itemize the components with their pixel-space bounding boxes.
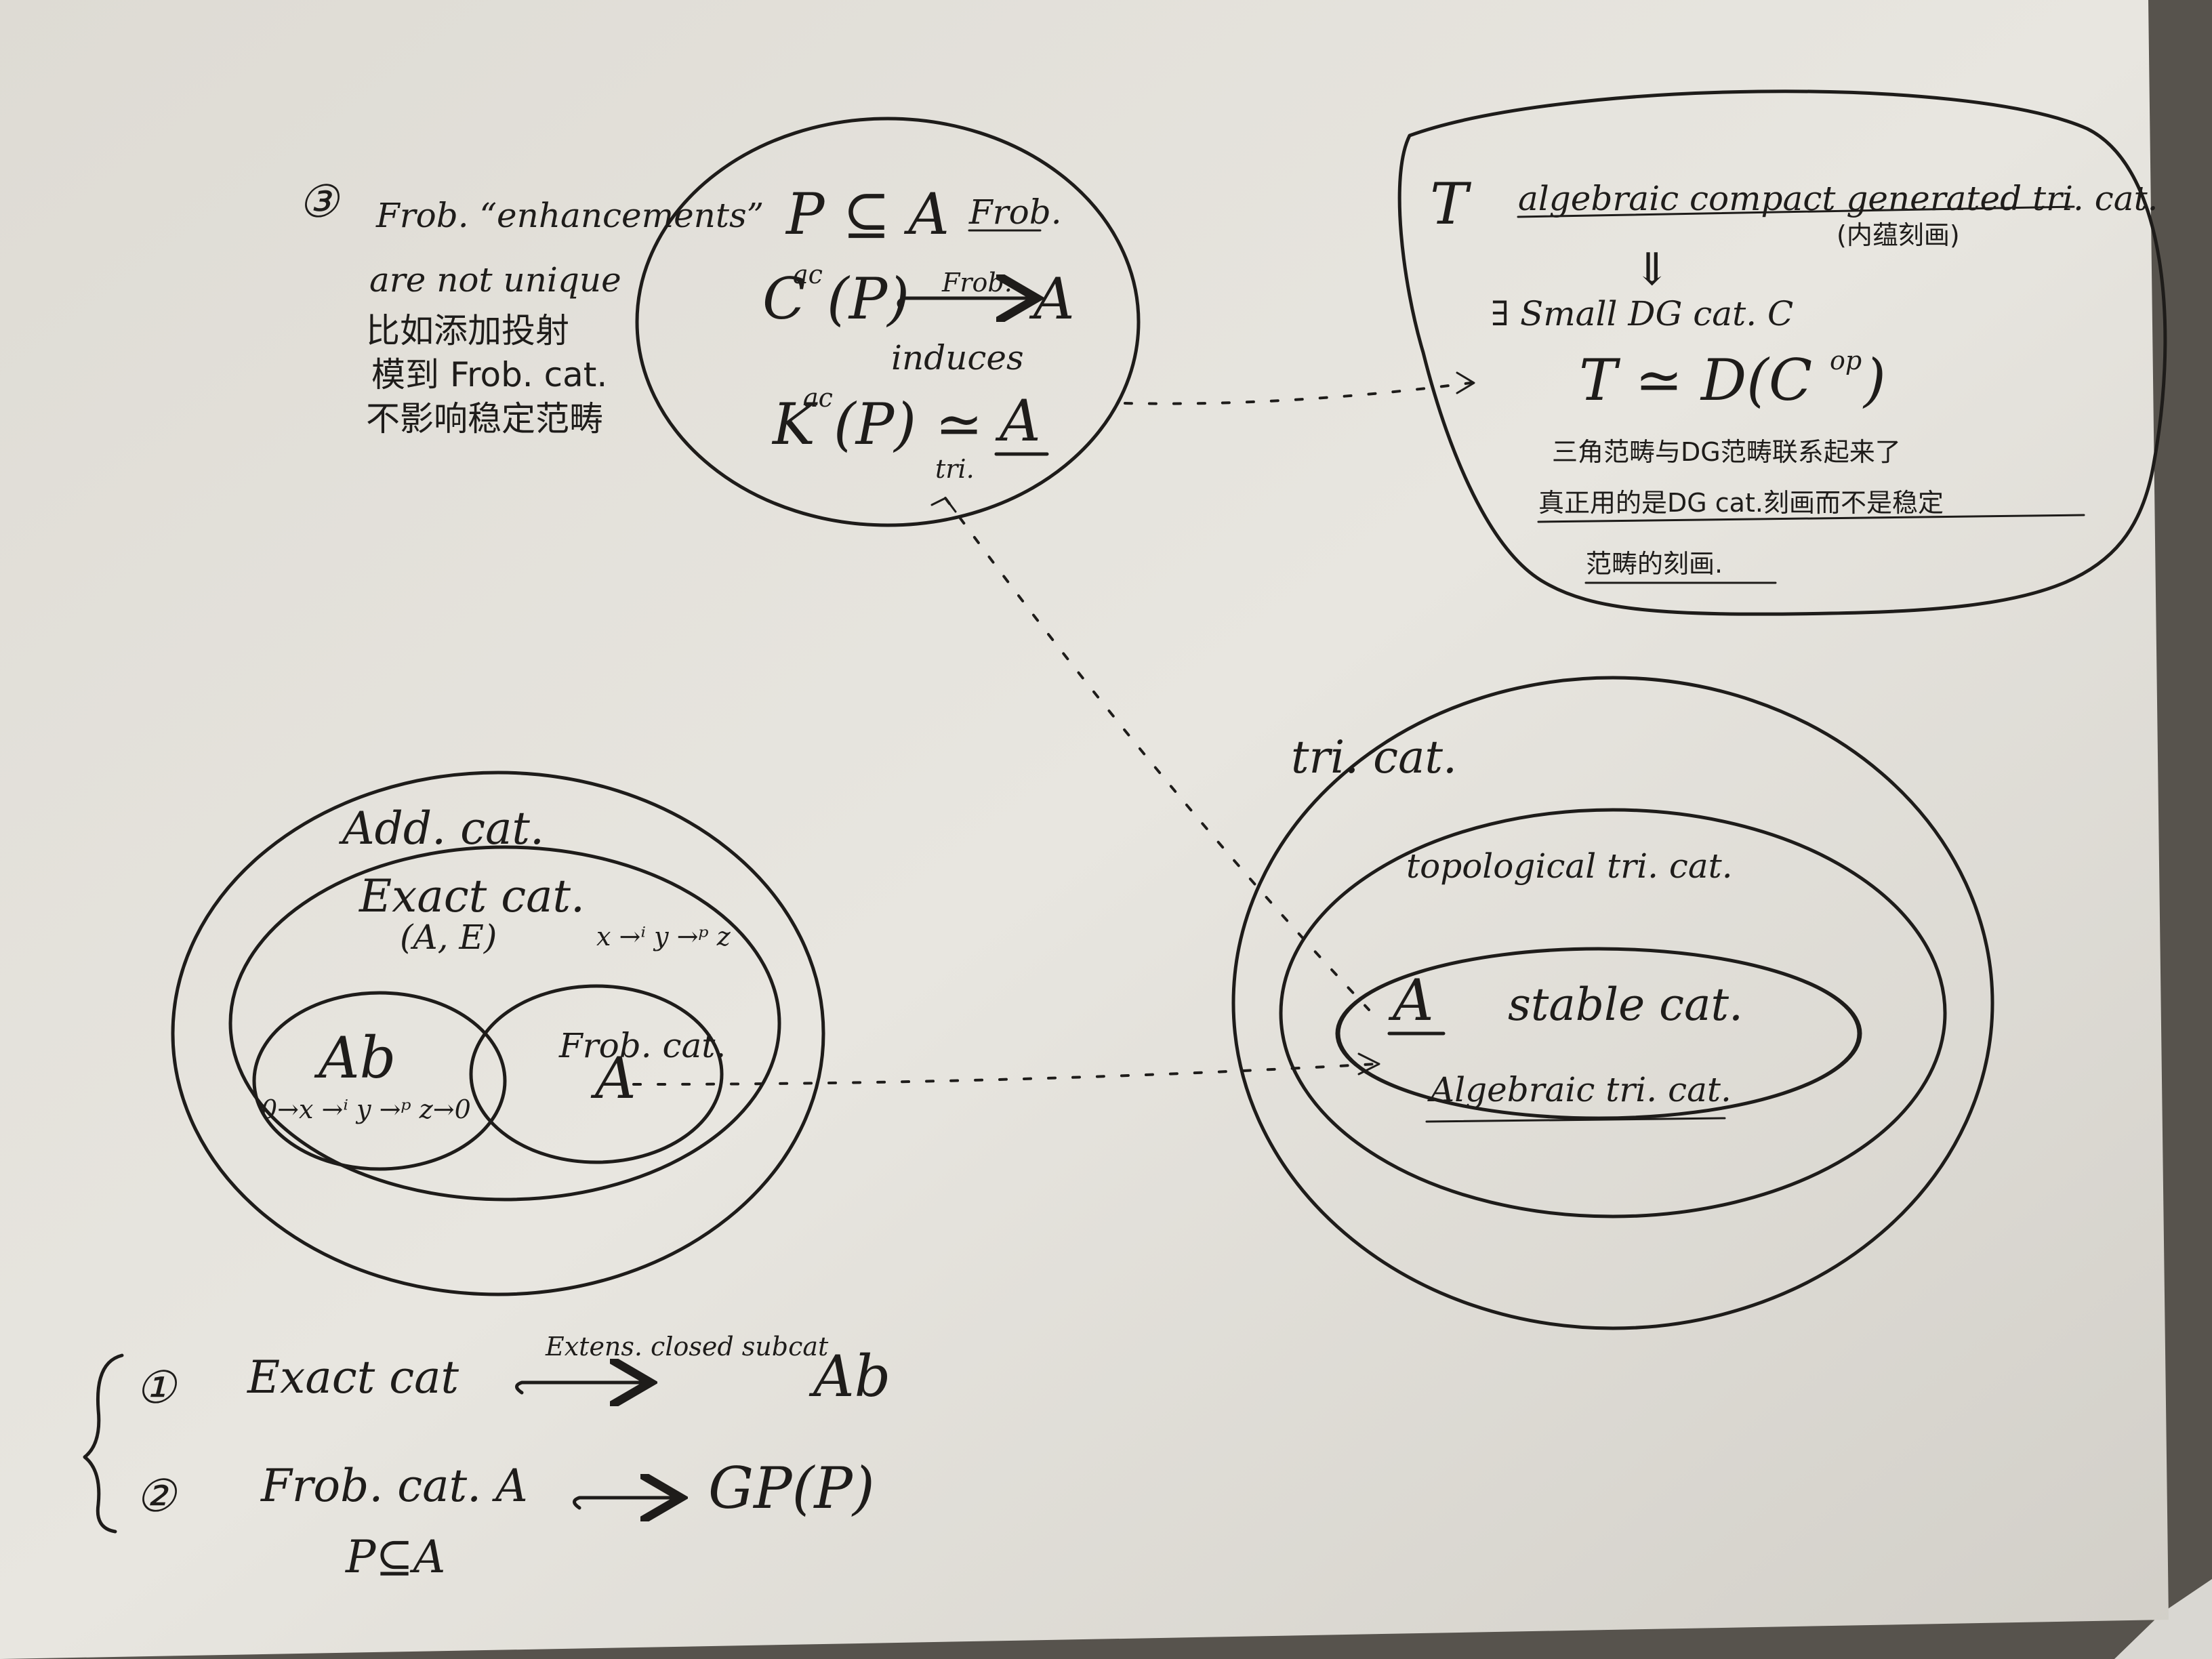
k-ac-target: A (995, 388, 1041, 454)
brace (83, 1353, 124, 1534)
ab-label: Ab (314, 1025, 396, 1091)
note1-ab: Ab (808, 1343, 890, 1410)
intrinsic-paren: (内蕴刻画) (1837, 220, 1960, 250)
tri-cat-label: tri. cat. (1291, 731, 1457, 783)
dashed-arrow-top-to-box (1124, 382, 1472, 405)
note3-line3: 比如添加投射 (366, 311, 569, 350)
top-circle-p-sub-a: P ⊆ A (785, 181, 949, 247)
cn-line1: 三角范畴与DG范畴联系起来了 (1552, 437, 1901, 467)
dashed-top-head (930, 497, 957, 513)
stable-cat-label: stable cat. (1508, 979, 1743, 1031)
exists-dg: ∃ Small DG cat. C (1491, 294, 1793, 333)
note1-arrow-label: Extens. closed subcat (545, 1332, 829, 1361)
note1-arrow (515, 1382, 644, 1393)
implies-arrow: ⇓ (1633, 243, 1671, 295)
top-circle-frob: Frob. (968, 192, 1062, 232)
c-ac-sup: ac (793, 260, 823, 289)
note2-frob: Frob. cat. A (260, 1460, 528, 1512)
note2-gp: GP(P) (708, 1455, 875, 1521)
frob-a-label: A (590, 1045, 636, 1111)
k-ac-equiv: ≃ (935, 391, 983, 457)
exact-cat-label: Exact cat. (359, 870, 585, 922)
k-ac-sup: ac (803, 383, 833, 413)
note3-line1: Frob. “enhancements” (375, 196, 764, 235)
c-ac-target: A (1029, 266, 1075, 332)
algebraic-tri-label: Algebraic tri. cat. (1427, 1070, 1732, 1109)
t-symbol: T (1430, 171, 1472, 237)
t-equiv-close: ) (1862, 347, 1886, 413)
tri-cat-circle (1231, 676, 1994, 1330)
add-cat-circle (171, 771, 825, 1296)
note3-line2: are not unique (369, 260, 621, 300)
algebraic-underline (1425, 1117, 1726, 1123)
alg-compact-title: algebraic compact generated tri. cat. (1518, 179, 2158, 218)
note1-marker: ① (136, 1361, 178, 1414)
stable-a: A (1388, 967, 1434, 1033)
stable-circle (1335, 947, 1862, 1120)
top-right-blob (1397, 89, 2167, 616)
cn-line2: 真正用的是DG cat.刻画而不是稳定 (1538, 488, 1944, 518)
topological-label: topological tri. cat. (1406, 846, 1733, 886)
inclusion-arrow (897, 298, 1030, 308)
dashed-frob-to-stable (632, 1063, 1377, 1086)
note3-line4: 模到 Frob. cat. (371, 355, 607, 394)
cn-line2-underline (1537, 514, 2085, 523)
k-ac-tri: tri. (935, 454, 975, 484)
dashed-arrow-top-head (1456, 371, 1475, 394)
inclusion-arrow-label: Frob. (941, 268, 1012, 298)
cn-line3: 范畴的刻画. (1586, 549, 1723, 579)
note2-p-sub-a: P⊆A (345, 1531, 445, 1583)
top-circle (635, 117, 1141, 527)
topological-circle (1279, 808, 1947, 1218)
exact-pair: (A, E) (400, 918, 497, 957)
t-equiv-d: T ≃ D(C (1579, 347, 1812, 413)
ab-seq: 0→x →ⁱ y →ᵖ z→0 (261, 1094, 471, 1124)
dashed-top-to-stable (944, 497, 1370, 1011)
dashed-frob-head (1357, 1052, 1380, 1076)
note1-exact: Exact cat (247, 1351, 459, 1404)
frob-cat-label: Frob. cat. (558, 1026, 726, 1065)
note2-marker: ② (136, 1470, 178, 1522)
k-ac: K (771, 391, 818, 457)
op-sup: op (1830, 346, 1862, 375)
frob-cat-circle (469, 984, 724, 1164)
k-ac-arg: (P) (834, 391, 916, 457)
c-ac-arg: (P) (827, 266, 909, 332)
alg-title-underline (1517, 205, 2075, 218)
exact-seq: x →ⁱ y →ᵖ z (596, 922, 731, 951)
c-ac: C (762, 266, 806, 332)
note2-arrow (573, 1498, 675, 1508)
induces-label: induces (891, 338, 1024, 377)
exact-cat-circle (228, 845, 781, 1202)
note3-marker: ③ (298, 176, 340, 228)
ab-circle (252, 991, 507, 1171)
note3-line5: 不影响稳定范畴 (366, 399, 603, 438)
